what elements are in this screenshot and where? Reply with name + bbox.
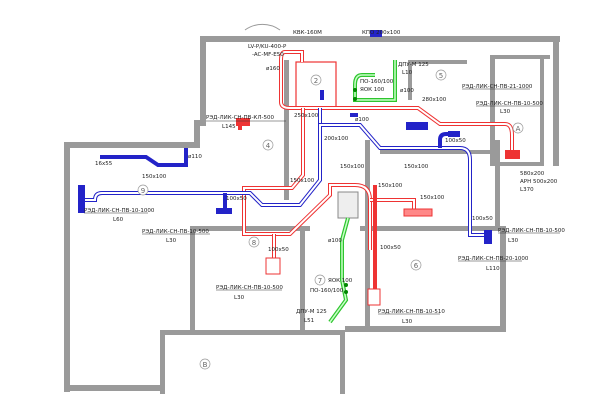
diffuser [403,208,433,217]
label-flow: L30 [500,109,511,115]
room-5: 5 [439,72,443,80]
label-flow: L10 [402,70,413,76]
label-diameter: ø160 [266,66,280,72]
label-diffuser-model: РЭД-ЛИК-СН-ПВ-КЛ-500 [206,115,274,121]
room-2: 2 [314,77,318,85]
label-diameter: ø100 [355,117,369,123]
label-duct-size: 150x100 [340,164,365,170]
label-valve: ДПУ-М 125 [398,62,429,68]
label-duct-size: 100x50 [268,247,289,253]
label-diffuser-model: РЭД-ЛИК-СН-ПВ-21-1000 [462,84,533,90]
label-duct-size: 150x100 [290,178,315,184]
label-duct-size: 150x100 [404,164,429,170]
green-ducts [328,60,397,324]
label-grille: АРН 500x200 [520,179,558,185]
label-diameter: ø110 [188,154,202,160]
diffuser [265,257,281,275]
label-duct-size: 16x55 [95,161,113,167]
label-po: ПО-160/100 [360,79,394,85]
exhaust-ducts [78,30,492,244]
label-diffuser-model: РЭД-ЛИК-СН-ПВ-10-500 [498,228,565,234]
label-kvk: КВК-160М [293,30,322,36]
label-diameter: ø100 [400,88,414,94]
annotations: КВК-160М КПО 200x100 LV-P/KU-400-P -AC-M… [84,30,565,325]
label-flow: L30 [234,295,245,301]
label-duct-size: 250x100 [294,113,319,119]
label-diffuser-model: РЭД-ЛИК-СН-ПВ-10-500 [476,101,543,107]
diffuser [367,288,381,306]
room-8: 8 [252,239,256,247]
label-duct-size: 580x200 [520,171,545,177]
label-duct-size: 100x50 [445,138,466,144]
label-diffuser-model: РЭД-ЛИК-СН-ПВ-10-1000 [84,208,155,214]
label-unit-model: LV-P/KU-400-P [248,44,287,50]
label-kpo: КПО 200x100 [362,30,401,36]
room-6: 6 [414,262,419,270]
label-duct-size: 200x100 [324,136,349,142]
room-b: B [203,361,208,369]
label-unit-model-2: -AC-MF-E50 [252,52,284,58]
label-duct-size: 150x100 [420,195,445,201]
label-flow: L110 [486,266,500,272]
exhaust-grille [216,208,232,214]
exhaust-grille [78,185,85,213]
label-duct-size: 100x50 [226,196,247,202]
label-duct-size: 100x50 [472,216,493,222]
room-9: 9 [141,187,145,195]
label-flow: L145 [222,124,236,130]
label-valve: ДПУ-М 125 [296,309,327,315]
label-flow: L30 [508,238,519,244]
room-a: A [516,125,521,133]
label-po: ПО-160/100 [310,288,344,294]
label-diameter: ø100 [328,238,342,244]
label-flow: L370 [520,187,534,193]
label-flow: L60 [113,217,124,223]
room-tags: 2 5 A 9 8 6 7 B 4 [137,69,524,370]
walls [64,23,560,394]
label-diffuser-model: РЭД-ЛИК-СН-ПВ-10-500 [216,285,283,291]
label-diffuser-model: РЭД-ЛИК-СН-ПВ-20-1000 [458,256,529,262]
exhaust-grille [484,230,492,244]
label-diffuser-model: РЭД-ЛИК-СН-ПВ-10-510 [378,309,445,315]
label-flow: L30 [166,238,177,244]
diffuser [236,118,250,126]
exhaust-grille [448,131,460,137]
label-duct-size: 100x50 [380,245,401,251]
label-duct-size: 280x100 [422,97,447,103]
label-yaok: ЯОК 100 [328,278,353,284]
exhaust-grille [406,122,428,130]
label-duct-size: 150x100 [378,183,403,189]
label-duct-size: 150x100 [142,174,167,180]
exhaust-grille [370,30,382,37]
supply-ducts [236,50,520,306]
label-flow: L51 [304,318,314,324]
diffuser [505,150,520,159]
label-flow: L30 [402,319,413,325]
label-diffuser-model: РЭД-ЛИК-СН-ПВ-10-500 [142,229,209,235]
room-4: 4 [266,142,271,150]
label-yaok: ЯОК 100 [360,87,385,93]
room-7: 7 [318,277,322,285]
